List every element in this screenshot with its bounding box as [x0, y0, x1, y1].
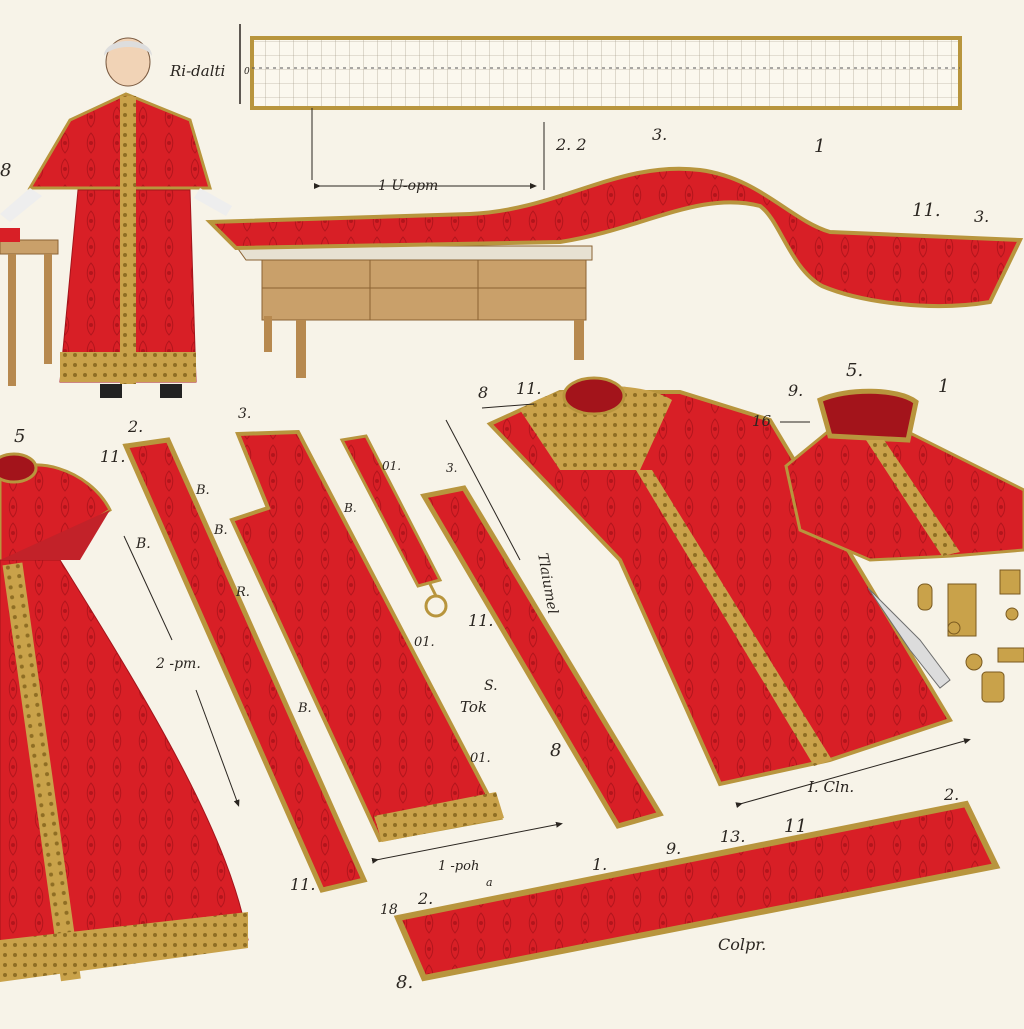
hanging-dim-line — [445, 419, 521, 561]
label-top-2-2: 2. 2 — [555, 135, 587, 154]
collar-garment — [784, 388, 1024, 562]
label-stole-2: 2. — [127, 417, 143, 436]
chas-dim-bottom — [735, 738, 971, 808]
label-bot-13: 13. — [720, 827, 745, 846]
label-top-1: 1 — [814, 136, 825, 157]
label-cape-B: B. — [135, 536, 151, 552]
label-front-01b: 01. — [470, 751, 491, 766]
label-band-8: 8 — [550, 740, 561, 761]
label-tok: Tok — [460, 698, 487, 716]
label-stole-B2: B. — [297, 701, 312, 716]
label-cloth-3: 3. — [974, 207, 989, 226]
strap-with-loop — [339, 434, 448, 618]
bottom-band — [393, 800, 1001, 982]
stole-strip-left — [122, 437, 368, 893]
label-coll-5: 5. — [846, 360, 863, 381]
label-bottom-11: 11. — [290, 875, 315, 894]
label-bot-9: 9. — [666, 839, 681, 858]
label-band-3: 3. — [446, 461, 457, 475]
label-strap-01: 01. — [382, 459, 401, 473]
side-table — [0, 228, 59, 386]
ruler-title: Ri-dalti — [169, 62, 226, 80]
cape-dimension-label: 2 -pm. — [155, 656, 201, 672]
dimension-label-bottom: 1 -poh — [438, 859, 479, 874]
flowing-cloth — [205, 166, 1024, 308]
label-bot-11: 11 — [784, 816, 807, 837]
chasuble-garment — [486, 376, 953, 787]
chas-dim-top — [481, 403, 535, 409]
label-cloth-11: 11. — [912, 200, 941, 221]
label-tok-S: S. — [484, 678, 498, 694]
label-strap-B: B. — [343, 501, 357, 515]
label-chas-8: 8 — [478, 383, 488, 402]
label-figure-8: 8 — [0, 160, 11, 181]
label-front-R: R. — [235, 585, 250, 600]
cape-garment — [0, 452, 249, 982]
label-front-3: 3. — [238, 406, 251, 422]
label-hanging: Tlaiumel — [534, 552, 560, 616]
tailoring-tools — [867, 569, 1024, 703]
label-front-01a: 01. — [414, 635, 435, 650]
label-band-11: 11. — [468, 611, 493, 630]
label-small-a: a — [486, 876, 493, 889]
label-bot-2: 2. — [417, 889, 433, 908]
label-front-B3: B. — [213, 523, 228, 538]
label-bot-1: 1. — [592, 855, 607, 874]
label-stole-11: 11. — [100, 447, 125, 466]
label-bot-8: 8. — [396, 972, 413, 993]
standing-figure — [0, 37, 232, 398]
cape-dim-upper — [123, 535, 173, 641]
label-chas-11: 11. — [516, 379, 541, 398]
label-top-3: 3. — [652, 125, 667, 144]
work-table — [235, 245, 593, 378]
measurement-ruler — [239, 24, 962, 110]
label-cape-5: 5 — [14, 426, 25, 447]
label-coll-1: 1 — [938, 376, 949, 397]
label-coll-16: 16 — [752, 412, 772, 430]
middle-band — [420, 485, 664, 829]
ruler-left-digit: 0 — [244, 67, 250, 77]
label-coll-9: 9. — [788, 381, 803, 400]
label-colpr: Colpr. — [718, 935, 766, 954]
label-cln: I. Cln. — [807, 778, 854, 796]
cape-dim-lower — [195, 689, 240, 807]
dimension-line-bottom — [371, 821, 563, 864]
label-bot-18: 18 — [380, 902, 398, 918]
label-bot-2b: 2. — [943, 785, 959, 804]
label-stole-B1: B. — [195, 483, 210, 498]
dimension-label-top: 1 U-opm — [378, 178, 438, 194]
